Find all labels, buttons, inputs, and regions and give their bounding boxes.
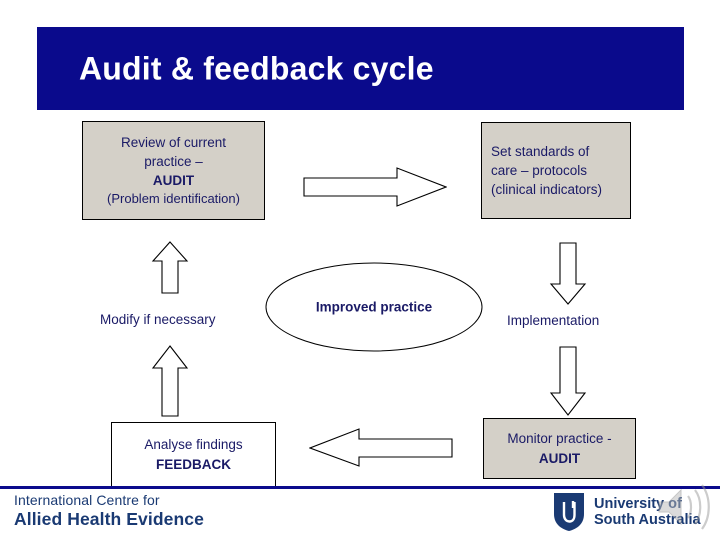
node-set-standards-of-care: Set standards of care – protocols (clini…: [481, 122, 631, 219]
arrow-right-icon: [303, 166, 448, 208]
node-review-line-1: Review of current: [120, 134, 227, 150]
node-review-line-2: practice –: [144, 153, 203, 169]
node-review-line-4: (Problem identification): [107, 191, 240, 206]
node-monitor-line-2: AUDIT: [538, 450, 581, 466]
ellipse-shape: [265, 262, 483, 352]
node-standards-line-2: care – protocols: [491, 162, 588, 178]
arrow-up-icon: [150, 241, 190, 294]
arrow-down-icon: [548, 346, 588, 416]
slide-title-banner: Audit & feedback cycle: [37, 27, 684, 110]
node-review-of-current-practice: Review of current practice – AUDIT (Prob…: [82, 121, 265, 220]
node-modify-if-necessary-label: Modify if necessary: [100, 312, 216, 327]
node-review-line-3: AUDIT: [152, 172, 195, 188]
page-title: Audit & feedback cycle: [79, 50, 434, 86]
node-improved-practice-ellipse: Improved practice: [265, 262, 483, 352]
footer-divider: [0, 486, 720, 489]
icahe-line-2: Allied Health Evidence: [14, 508, 204, 529]
node-feedback-line-1: Analyse findings: [144, 436, 243, 452]
node-implementation-label: Implementation: [507, 313, 600, 328]
unisa-shield-icon: [554, 493, 584, 531]
speaker-icon: [655, 478, 717, 536]
arrow-left-icon: [308, 428, 453, 468]
icahe-line-1: International Centre for: [14, 492, 160, 508]
icahe-logo: International Centre for Allied Health E…: [14, 492, 204, 529]
node-analyse-findings-feedback: Analyse findings FEEDBACK: [111, 422, 276, 487]
arrow-up-icon: [150, 345, 190, 417]
node-monitor-practice: Monitor practice - AUDIT: [483, 418, 636, 479]
node-feedback-line-2: FEEDBACK: [155, 456, 231, 472]
node-monitor-line-1: Monitor practice -: [507, 431, 612, 447]
node-standards-line-1: Set standards of: [491, 143, 590, 159]
node-standards-line-3: (clinical indicators): [491, 182, 603, 198]
node-improved-practice-label: Improved practice: [315, 299, 433, 315]
arrow-down-icon: [548, 242, 588, 305]
